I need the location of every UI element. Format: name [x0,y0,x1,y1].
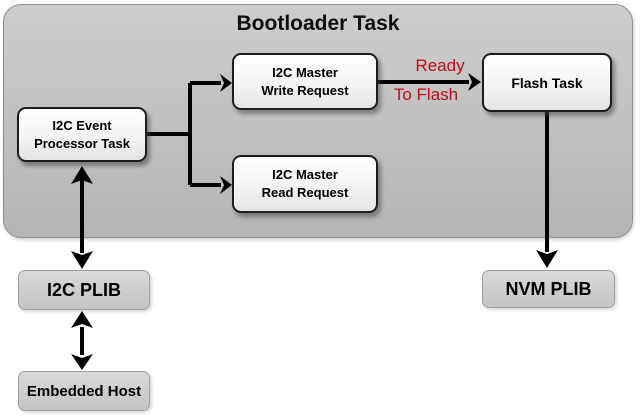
node-flash-task: Flash Task [482,53,612,112]
arrowhead-to-nvm-plib [536,250,558,268]
arrowhead-down-to-embedded-host [71,354,93,370]
node-i2c-event-processor-task: I2C Event Processor Task [17,107,147,162]
node-i2c-plib: I2C PLIB [18,270,150,310]
node-label-line: Read Request [261,185,349,200]
node-label-line: Flash Task [511,74,583,91]
arrowhead-up-to-i2c-plib [71,311,93,328]
node-label-line: I2C Master [272,64,338,80]
bootloader-task-title: Bootloader Task [236,12,400,35]
node-label-line: NVM PLIB [505,278,592,299]
node-label-line: I2C Master [272,167,338,182]
edge-label-ready: Ready [415,56,465,75]
connector-i2c-plib-embedded-host [71,311,93,370]
node-embedded-host: Embedded Host [18,371,150,411]
edge-label-to-flash: To Flash [393,85,459,104]
node-nvm-plib: NVM PLIB [482,270,615,308]
node-label-line: Embedded Host [26,382,142,400]
arrowhead-down-to-i2c-plib [71,251,93,269]
node-label-line: Write Request [261,82,349,98]
node-label-line: Processor Task [34,135,130,151]
node-i2c-master-read-request: I2C Master Read Request [232,155,378,213]
node-label-line: I2C Event [52,117,112,133]
node-i2c-master-write-request: I2C Master Write Request [232,53,378,110]
node-label-line: I2C PLIB [46,279,121,300]
